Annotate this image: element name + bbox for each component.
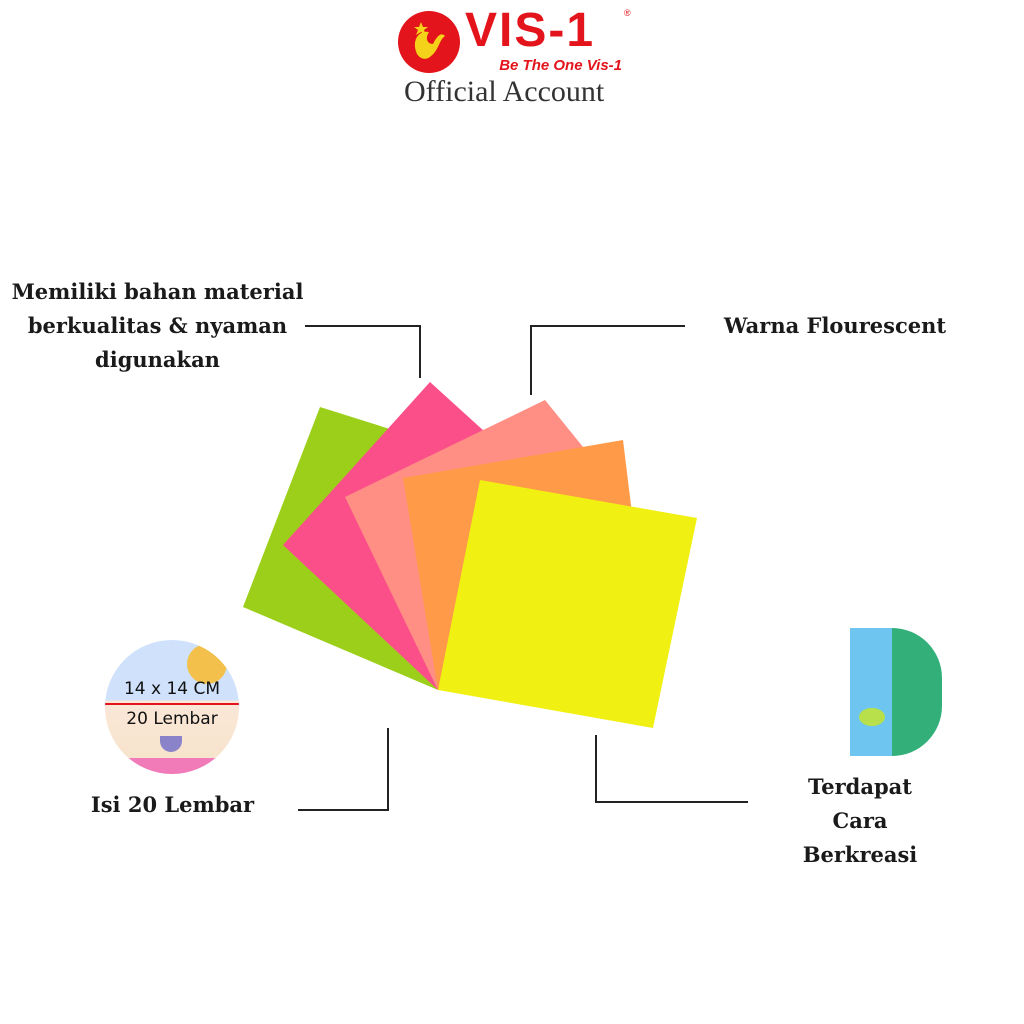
- feature-count: Isi 20 Lembar: [90, 792, 255, 817]
- rooster-logo-icon: [398, 11, 460, 73]
- guide-booklet-image: [845, 628, 945, 758]
- official-account-label: Official Account: [404, 75, 605, 108]
- logo: VIS-1 ® Be The One Vis-1 Official Accoun…: [0, 0, 1024, 110]
- brand-name: VIS-1: [465, 4, 596, 57]
- registered-mark: ®: [624, 8, 631, 18]
- sheet-count-text: 20 Lembar: [126, 709, 218, 729]
- feature-material: Memiliki bahan material berkualitas & ny…: [11, 279, 304, 372]
- size-badge: 14 x 14 CM 20 Lembar: [105, 640, 239, 774]
- size-text: 14 x 14 CM: [123, 679, 221, 699]
- paper-yellow: [438, 480, 697, 728]
- feature-color: Warna Flourescent: [723, 313, 947, 338]
- feature-guide: Terdapat Cara Berkreasi: [802, 774, 918, 867]
- brand-tagline: Be The One Vis-1: [499, 57, 622, 74]
